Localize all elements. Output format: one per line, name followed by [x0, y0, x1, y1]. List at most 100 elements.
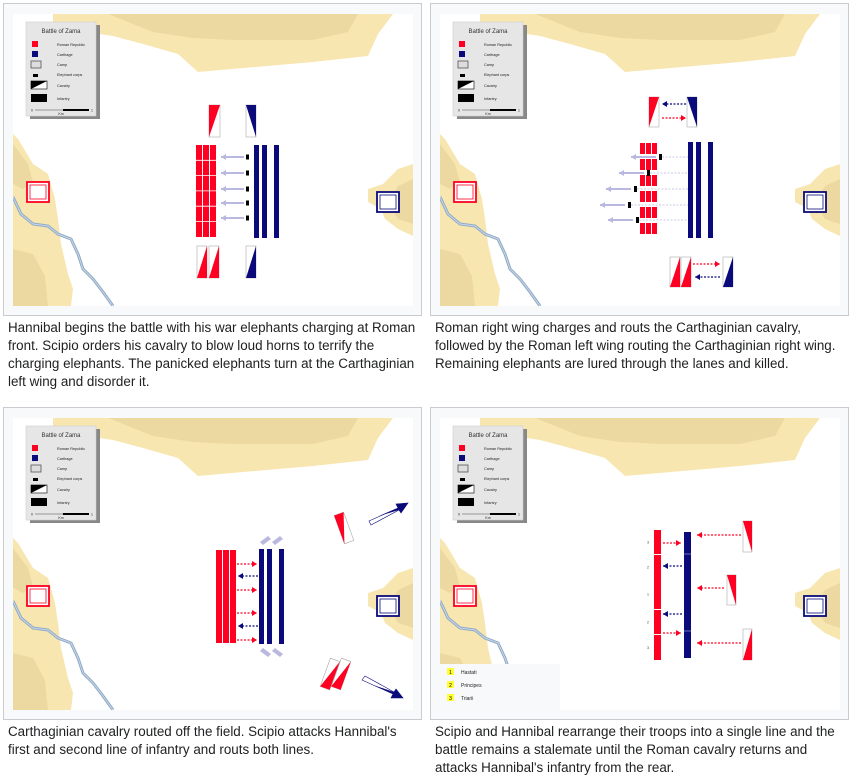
- elephant-charge-arrow-head: [221, 200, 226, 206]
- roman-line-segment: [654, 555, 661, 579]
- carthage-infantry: [688, 142, 693, 238]
- roman-maniple: [652, 207, 657, 218]
- camp-inner: [29, 184, 47, 200]
- land-north-shade: [535, 418, 785, 444]
- roman-maniple: [646, 143, 651, 154]
- rout-arrow: [260, 536, 271, 545]
- roman-swatch: [459, 445, 465, 451]
- land-west-shade: [13, 548, 33, 593]
- cavalry-symbol: [457, 80, 475, 90]
- land-east-shade: [815, 179, 840, 224]
- legend-title: Battle of Zama: [41, 29, 81, 35]
- roman-attack-arrow-head: [676, 540, 681, 546]
- legend-item-label: Infantry: [484, 97, 497, 101]
- roman-line-number: 3: [647, 645, 650, 650]
- line-label: Principes: [461, 683, 482, 689]
- land-east-shade: [815, 583, 840, 628]
- carthage-counter-arrow-head: [663, 563, 668, 569]
- roman-maniple: [646, 159, 651, 170]
- carthage-camp: [803, 191, 827, 213]
- carthage-infantry: [259, 549, 264, 644]
- roman-rear-attack-arrow-head: [697, 585, 702, 591]
- elephant-corps: [246, 170, 249, 176]
- legend-item-label: Cavalry: [484, 488, 497, 492]
- roman-infantry: [223, 550, 229, 643]
- legend-title: Battle of Zama: [41, 433, 81, 439]
- land-north-shade: [535, 14, 785, 40]
- terrain: [13, 14, 413, 306]
- elephant-symbol: [460, 478, 465, 481]
- carthage-flee-arrowhead: [379, 503, 408, 516]
- camp-inner: [806, 194, 824, 210]
- carthage-camp: [803, 595, 827, 617]
- land-north-shade: [108, 418, 358, 444]
- infantry-symbol: [31, 498, 47, 506]
- roman-cavalry: [743, 521, 752, 552]
- roman-camp: [26, 181, 50, 203]
- infantry-symbol: [458, 498, 474, 506]
- roman-cavalry-top: [333, 511, 355, 545]
- rout-arrow: [272, 648, 283, 657]
- line-label: Triarii: [461, 696, 473, 702]
- camp-symbol: [30, 464, 42, 473]
- land-east-shade: [388, 179, 413, 224]
- roman-cavalry: [743, 629, 752, 660]
- legend-item-label: Infantry: [57, 501, 70, 505]
- carthage-swatch: [32, 455, 38, 461]
- caption-phase-4: Scipio and Hannibal rearrange their troo…: [435, 724, 835, 775]
- roman-charge-arrow-head: [681, 115, 686, 121]
- scale-bar-fill: [490, 109, 516, 111]
- roman-maniple: [646, 175, 651, 186]
- legend-item-label: Camp: [57, 467, 67, 471]
- carthage-cavalry: [246, 105, 256, 137]
- carthage-advance-arrow-head: [662, 101, 667, 107]
- units-phase-3: [216, 502, 409, 699]
- roman-line-segment: [654, 610, 661, 634]
- roman-rear-attack-arrow-head: [697, 640, 702, 646]
- elephant-symbol: [33, 74, 38, 77]
- elephant-corps: [659, 154, 662, 160]
- scale-bar-fill: [63, 109, 89, 111]
- carthage-swatch: [459, 51, 465, 57]
- roman-line-segment: [654, 579, 661, 609]
- elephant-corps: [636, 217, 639, 223]
- scale-unit: Km: [58, 112, 63, 116]
- scale-unit: Km: [58, 516, 63, 520]
- elephant-retreat-arrow-head: [631, 154, 636, 160]
- roman-line-number: 2: [647, 620, 650, 625]
- land-east-shade: [388, 583, 413, 628]
- line-number-badge: [447, 668, 454, 675]
- legend-item-label: Infantry: [57, 97, 70, 101]
- scale-end: 1: [91, 109, 93, 113]
- legend-item-label: Elephant corps: [484, 73, 509, 77]
- roman-cavalry: [197, 246, 207, 278]
- carthage-cavalry: [246, 246, 256, 278]
- legend-item-label: Roman Republic: [57, 43, 85, 47]
- rout-arrow: [260, 648, 271, 657]
- camp-symbol: [457, 60, 469, 69]
- elephant-retreat-arrow-head: [606, 186, 611, 192]
- elephant-corps: [634, 186, 637, 192]
- cavalry-symbol: [30, 484, 48, 494]
- river-highlight: [440, 196, 541, 306]
- roman-swatch: [32, 41, 38, 47]
- roman-maniple: [640, 143, 645, 154]
- carthage-flee-arrowhead: [373, 685, 403, 698]
- land-west-shade: [13, 653, 48, 710]
- elephant-symbol: [460, 74, 465, 77]
- roman-maniple: [652, 191, 657, 202]
- camp-inner: [806, 598, 824, 614]
- caption-phase-3: Carthaginian cavalry routed off the fiel…: [8, 724, 397, 757]
